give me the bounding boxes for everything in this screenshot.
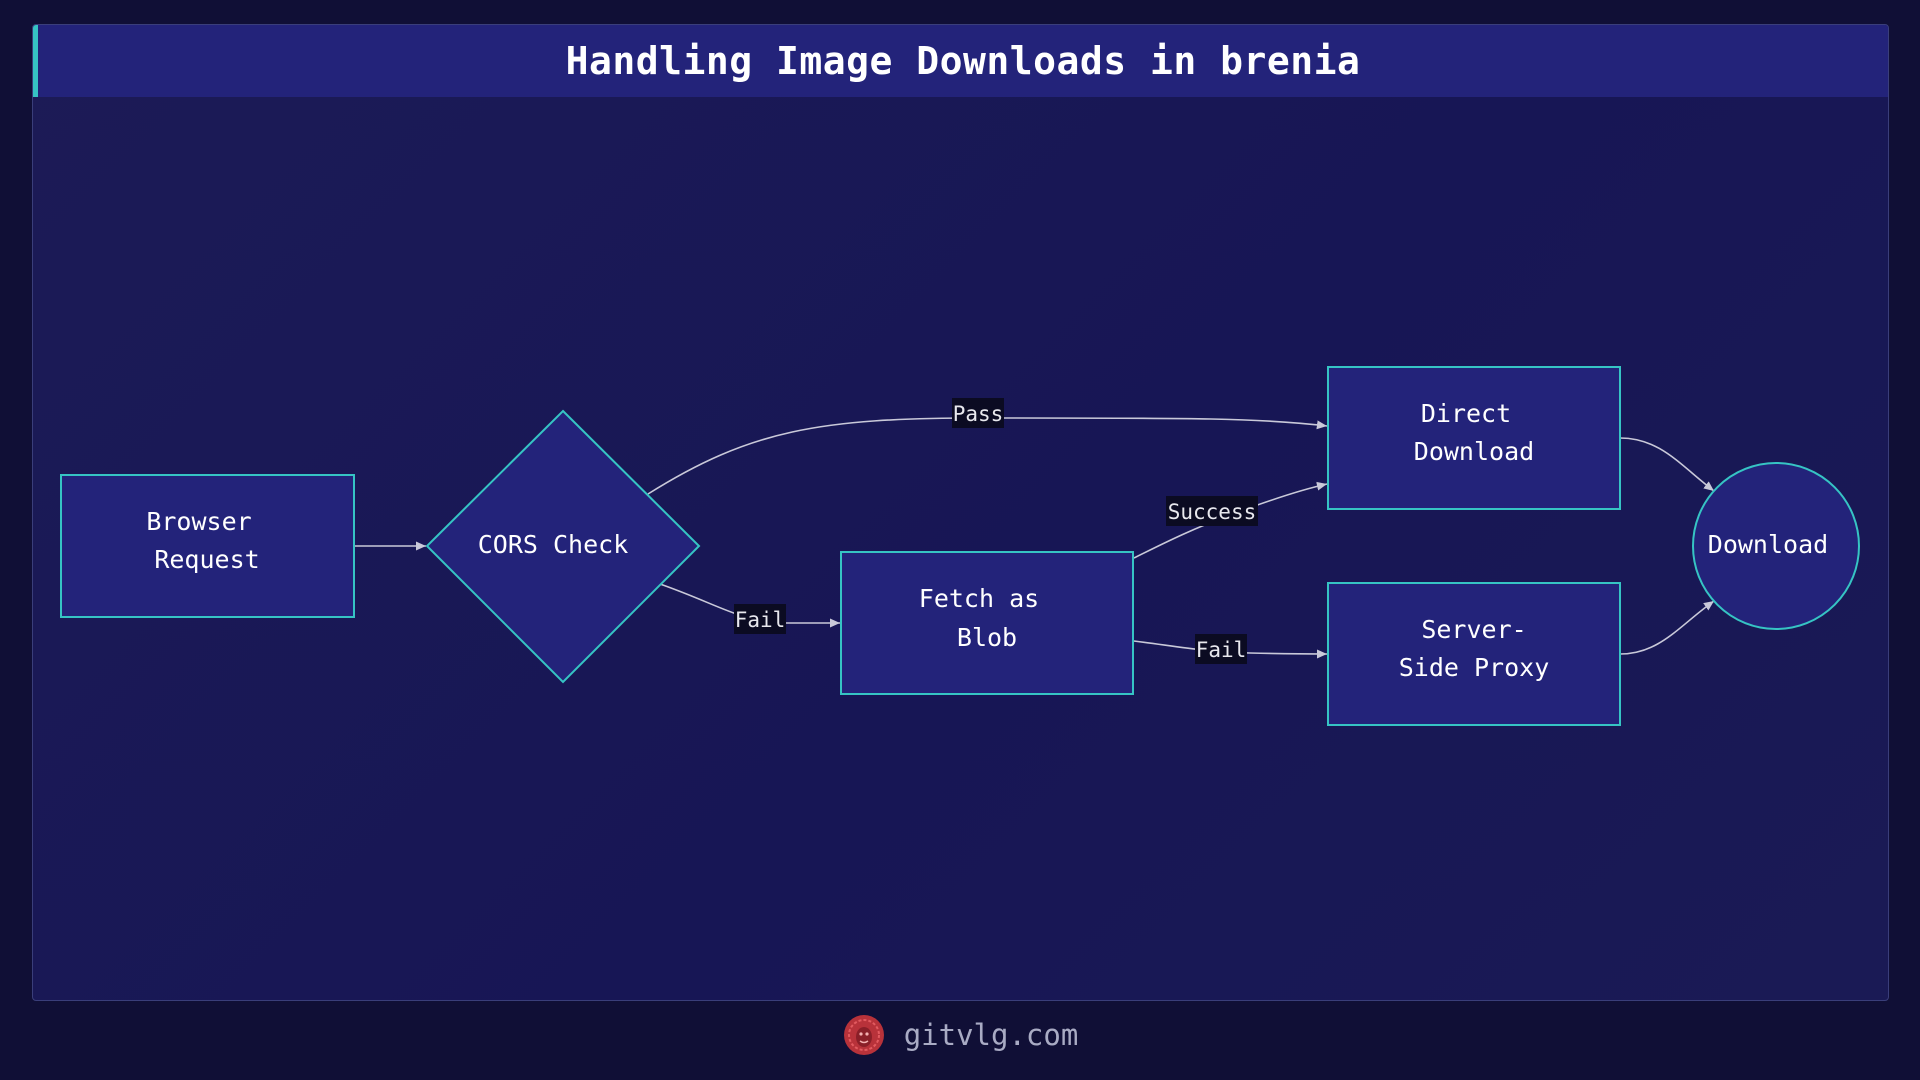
edge-label-fail-blob: Fail [1195, 634, 1247, 664]
node-cors-check: CORS Check [425, 409, 701, 684]
edge-label-success: Success [1166, 496, 1258, 526]
svg-text:Fetch as: Fetch as [919, 584, 1039, 613]
edge-cors-pass [647, 417, 1328, 495]
edge-blob-fail [1133, 640, 1328, 659]
node-download: Download [1692, 462, 1860, 630]
edge-direct-to-download [1619, 437, 1715, 492]
svg-text:Direct: Direct [1421, 399, 1511, 428]
svg-text:CORS Check: CORS Check [478, 530, 629, 559]
footer: gitvlg.com [0, 1010, 1920, 1060]
svg-text:Request: Request [154, 545, 259, 574]
svg-text:Download: Download [1708, 530, 1828, 559]
edge-label-pass: Pass [952, 398, 1004, 428]
svg-text:Server-: Server- [1421, 615, 1526, 644]
edge-label-fail-cors: Fail [734, 604, 786, 634]
svg-text:Pass: Pass [953, 402, 1004, 426]
page-title: Handling Image Downloads in brenia [565, 39, 1361, 83]
svg-text:Success: Success [1168, 500, 1257, 524]
lion-head-icon [843, 1015, 884, 1055]
edge-proxy-to-download [1619, 600, 1715, 655]
svg-text:Blob: Blob [957, 623, 1017, 652]
svg-text:Side Proxy: Side Proxy [1399, 653, 1550, 682]
title-bar: Handling Image Downloads in brenia [33, 25, 1888, 97]
svg-text:Fail: Fail [735, 608, 786, 632]
svg-text:Fail: Fail [1196, 638, 1247, 662]
svg-text:Browser: Browser [146, 507, 251, 536]
node-fetch-blob: Fetch as Blob [840, 551, 1134, 695]
node-direct-download: Direct Download [1327, 366, 1621, 510]
node-server-proxy: Server- Side Proxy [1327, 582, 1621, 726]
footer-site[interactable]: gitvlg.com [903, 1018, 1079, 1052]
svg-text:Download: Download [1414, 437, 1534, 466]
node-browser-request: Browser Request [60, 474, 355, 618]
